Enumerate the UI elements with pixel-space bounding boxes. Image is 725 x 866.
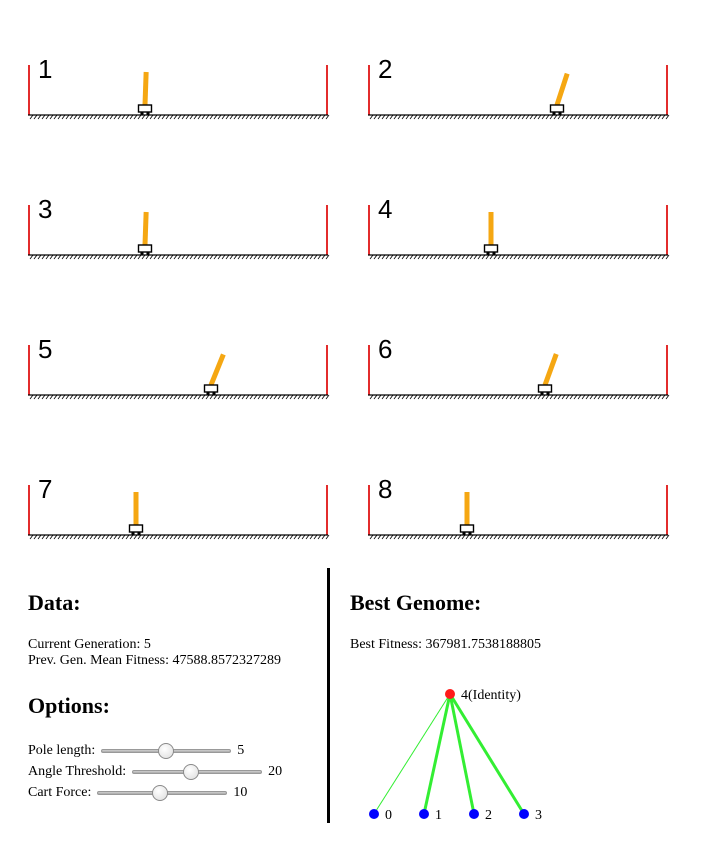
simulation-label: 6: [378, 334, 392, 364]
mean-fitness-label: Prev. Gen. Mean Fitness:: [28, 653, 173, 668]
input-node-label: 2: [485, 808, 492, 823]
cart-force-slider-thumb[interactable]: [151, 785, 168, 801]
simulation-label: 7: [38, 474, 52, 504]
simulation-label: 8: [378, 474, 392, 504]
ground-hatch: [29, 534, 330, 540]
mean-fitness-value: 47588.8572327289: [172, 653, 282, 668]
ground-hatch: [369, 114, 670, 120]
data-title: Data:: [28, 590, 81, 615]
input-node-label: 0: [385, 808, 392, 823]
ground-hatch: [29, 254, 330, 260]
simulation-label: 4: [378, 194, 392, 224]
best-fitness-label: Best Fitness:: [350, 637, 426, 652]
input-node-label: 1: [435, 808, 442, 823]
pole-length-option: Pole length: 5: [28, 741, 244, 761]
pole: [542, 353, 559, 386]
ground-hatch: [369, 254, 670, 260]
cart-wheel: [131, 531, 135, 536]
simulation-3: 3: [28, 194, 330, 260]
simulation-1: 1: [28, 54, 330, 120]
input-node-label: 3: [535, 808, 542, 823]
cart: [137, 244, 153, 253]
connection-line: [422, 693, 452, 815]
simulation-2: 2: [368, 54, 670, 120]
cart-wheel: [146, 111, 150, 116]
cart-wheel: [558, 111, 562, 116]
output-node-label: 4(Identity): [461, 688, 521, 703]
cart-wheel: [486, 251, 490, 256]
cart-wheel: [546, 391, 550, 396]
simulation-label: 5: [38, 334, 52, 364]
best-fitness-value: 367981.7538188805: [425, 637, 541, 652]
ground-hatch: [29, 394, 330, 400]
cart-wheel: [492, 251, 496, 256]
connection-line: [448, 693, 526, 815]
simulation-6: 6: [368, 334, 670, 400]
cart-force-slider[interactable]: [97, 785, 228, 801]
cart-wheel: [212, 391, 216, 396]
simulation-7: 7: [28, 474, 330, 540]
pole: [142, 71, 149, 106]
simulation-8: 8: [368, 474, 670, 540]
simulation-label: 2: [378, 54, 392, 84]
panel-divider: [327, 568, 330, 823]
pole-length-slider[interactable]: [101, 743, 232, 759]
pole: [142, 211, 149, 246]
input-node: [369, 809, 379, 819]
pole-length-label: Pole length:: [28, 743, 96, 758]
cart-wheel: [140, 111, 144, 116]
cart: [128, 524, 144, 533]
cart-force-value: 10: [233, 785, 248, 800]
cart: [537, 384, 553, 393]
output-node: [445, 689, 455, 699]
angle-threshold-value: 20: [268, 764, 283, 779]
current-generation-row: Current Generation: 5: [28, 637, 151, 653]
cart: [459, 524, 475, 533]
ground-hatch: [369, 394, 670, 400]
cart-wheel: [140, 251, 144, 256]
cart-force-label: Cart Force:: [28, 785, 92, 800]
connection-line: [373, 693, 451, 815]
pole-length-slider-thumb[interactable]: [158, 743, 175, 759]
input-node: [469, 809, 479, 819]
pole-length-value: 5: [237, 743, 245, 758]
options-title: Options:: [28, 693, 110, 718]
angle-threshold-option: Angle Threshold: 20: [28, 762, 282, 782]
pole: [208, 353, 226, 386]
cart-wheel: [137, 531, 141, 536]
angle-threshold-slider-thumb[interactable]: [182, 764, 199, 780]
cart: [483, 244, 499, 253]
ground-hatch: [29, 114, 330, 120]
genome-network: 4(Identity) 0 1 2 3: [369, 688, 542, 823]
simulation-5: 5: [28, 334, 330, 400]
cart-wheel: [462, 531, 466, 536]
connection-line: [448, 693, 476, 815]
simulation-4: 4: [368, 194, 670, 260]
mean-fitness-row: Prev. Gen. Mean Fitness: 47588.857232728…: [28, 653, 281, 669]
input-node: [419, 809, 429, 819]
cart: [203, 384, 219, 393]
cart-force-option: Cart Force: 10: [28, 783, 247, 803]
cart-wheel: [206, 391, 210, 396]
current-generation-label: Current Generation:: [28, 637, 144, 652]
cart-wheel: [552, 111, 556, 116]
current-generation-value: 5: [143, 637, 151, 652]
best-fitness-row: Best Fitness: 367981.7538188805: [350, 637, 541, 653]
simulation-label: 1: [38, 54, 52, 84]
cart-wheel: [540, 391, 544, 396]
angle-threshold-label: Angle Threshold:: [28, 764, 127, 779]
cart: [137, 104, 153, 113]
pole: [554, 72, 570, 106]
cart-wheel: [146, 251, 150, 256]
simulation-label: 3: [38, 194, 52, 224]
simulation-grid: 1 2 3 4 5 6 7 8: [28, 54, 670, 540]
input-node: [519, 809, 529, 819]
cart: [549, 104, 565, 113]
genome-title: Best Genome:: [350, 590, 482, 615]
ground-hatch: [369, 534, 670, 540]
angle-threshold-slider[interactable]: [132, 764, 263, 780]
cart-wheel: [468, 531, 472, 536]
